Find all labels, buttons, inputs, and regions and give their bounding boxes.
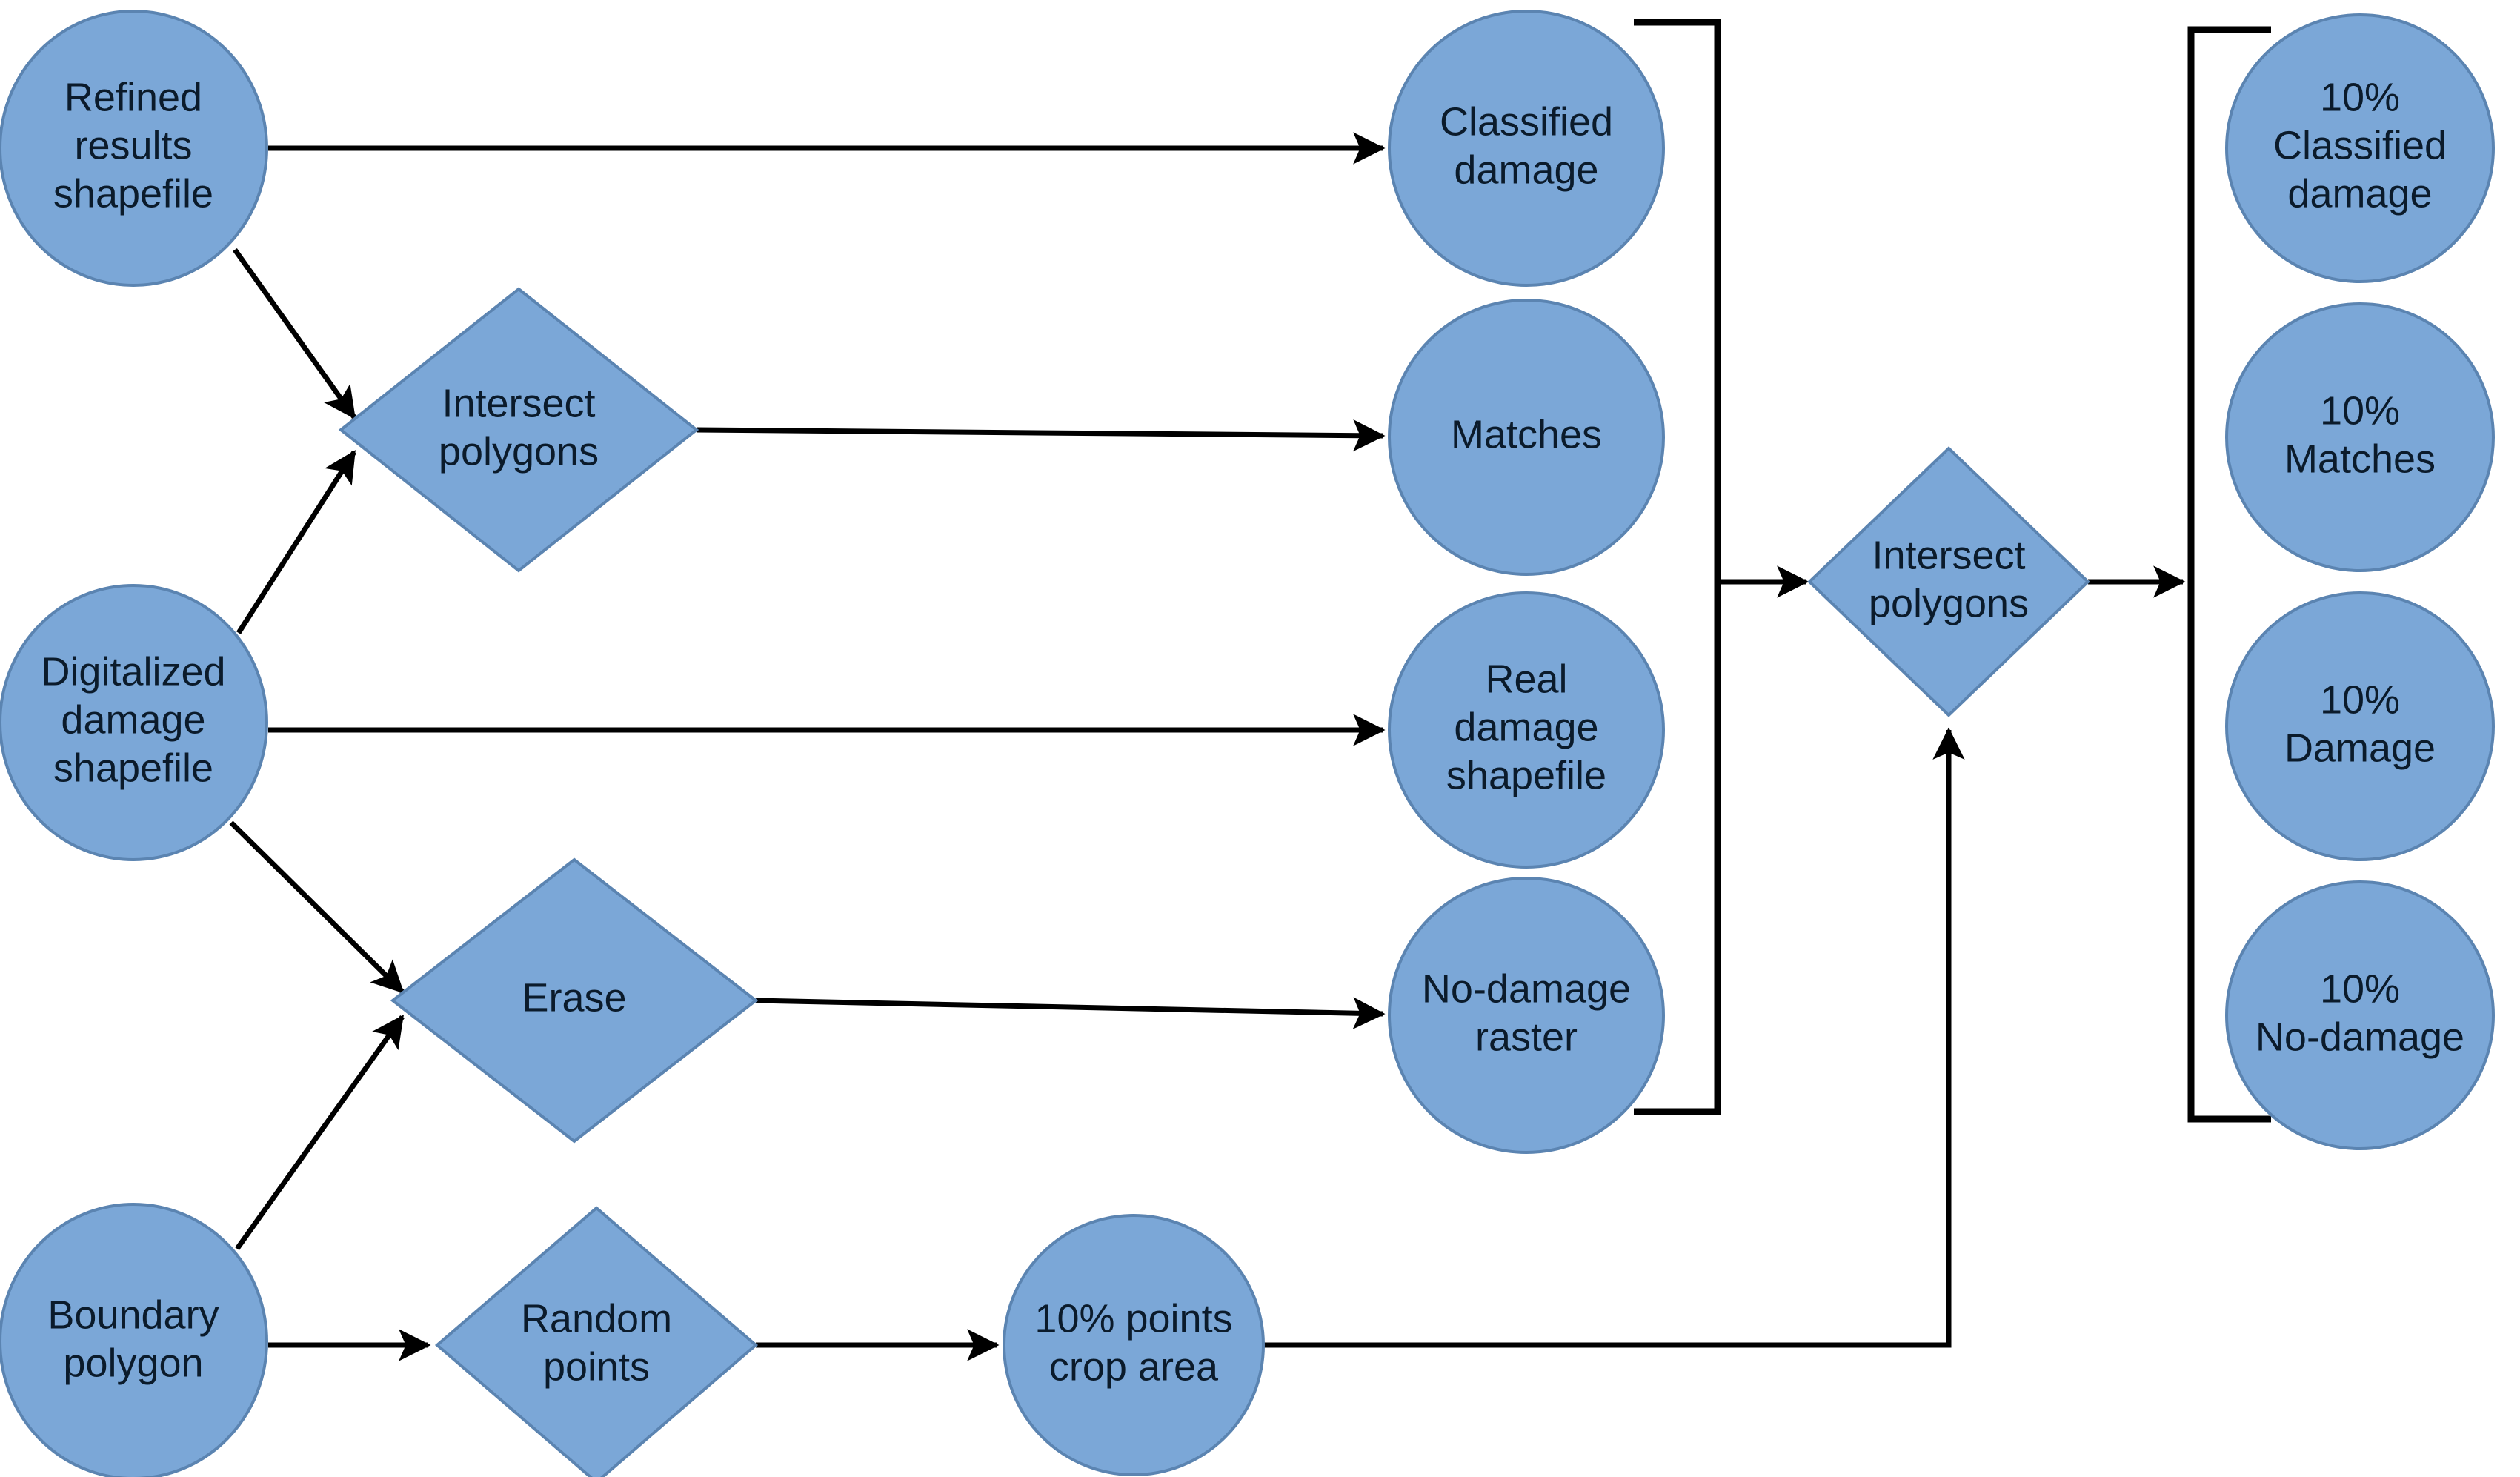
node-shape-diamond[interactable] [390, 857, 759, 1144]
node-shape-ellipse[interactable] [1388, 10, 1665, 287]
sampled-results-bracket [2187, 26, 2271, 1123]
node-shape-ellipse[interactable] [0, 10, 268, 287]
node-shape-diamond[interactable] [1807, 446, 2090, 717]
node-boundary-polygon[interactable]: Boundary polygon [0, 1203, 268, 1477]
node-shape-ellipse[interactable] [1388, 591, 1665, 869]
node-shape-ellipse[interactable] [2225, 591, 2495, 861]
node-shape-diamond[interactable] [434, 1206, 759, 1477]
node-erase[interactable]: Erase [390, 857, 759, 1144]
node-shape-ellipse[interactable] [2225, 302, 2495, 572]
node-random-points[interactable]: Random points [434, 1206, 759, 1477]
node-matches[interactable]: Matches [1388, 299, 1665, 576]
node-intersect-polygons-2[interactable]: Intersect polygons [1807, 446, 2090, 717]
node-shape-ellipse[interactable] [0, 1203, 268, 1477]
node-refined-results-shapefile[interactable]: Refined results shapefile [0, 10, 268, 287]
node-real-damage-shapefile[interactable]: Real damage shapefile [1388, 591, 1665, 869]
edge-layer [229, 19, 2271, 1361]
node-layer: Refined results shapefile Digitalized da… [0, 10, 2495, 1477]
node-shape-ellipse[interactable] [1388, 299, 1665, 576]
node-shape-ellipse[interactable] [0, 584, 268, 861]
node-shape-ellipse[interactable] [2225, 13, 2495, 283]
node-ten-percent-damage[interactable]: 10% Damage [2225, 591, 2495, 861]
node-intersect-polygons-1[interactable]: Intersect polygons [338, 287, 699, 573]
node-shape-diamond[interactable] [338, 287, 699, 573]
node-ten-percent-no-damage[interactable]: 10% No-damage [2225, 880, 2495, 1150]
node-digitalized-damage-shapefile[interactable]: Digitalized damage shapefile [0, 584, 268, 861]
edge-refined-to-intersect1 [233, 248, 356, 419]
edge-crop-area-to-intersect2 [1263, 727, 1965, 1348]
edge-erase-to-no-damage-raster [755, 997, 1386, 1029]
edge-digitalized-to-intersect1 [236, 450, 356, 634]
node-shape-ellipse[interactable] [1388, 877, 1665, 1154]
edge-intersect1-to-matches [696, 419, 1386, 452]
node-shape-ellipse[interactable] [2225, 880, 2495, 1150]
node-ten-percent-points-crop-area[interactable]: 10% points crop area [1003, 1214, 1265, 1476]
middle-results-bracket [1634, 19, 1721, 1115]
node-ten-percent-matches[interactable]: 10% Matches [2225, 302, 2495, 572]
node-shape-ellipse[interactable] [1003, 1214, 1265, 1476]
edge-digitalized-to-erase [229, 820, 405, 994]
node-classified-damage[interactable]: Classified damage [1388, 10, 1665, 287]
node-no-damage-raster[interactable]: No-damage raster [1388, 877, 1665, 1154]
edge-boundary-to-erase [235, 1015, 405, 1251]
node-ten-percent-classified-damage[interactable]: 10% Classified damage [2225, 13, 2495, 283]
